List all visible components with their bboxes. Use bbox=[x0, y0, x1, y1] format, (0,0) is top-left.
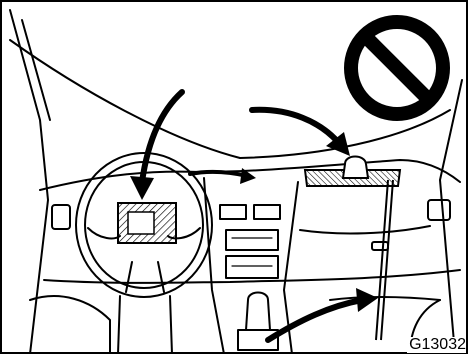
object-on-dashboard bbox=[343, 157, 368, 179]
figure-code: G13032 bbox=[407, 337, 466, 353]
